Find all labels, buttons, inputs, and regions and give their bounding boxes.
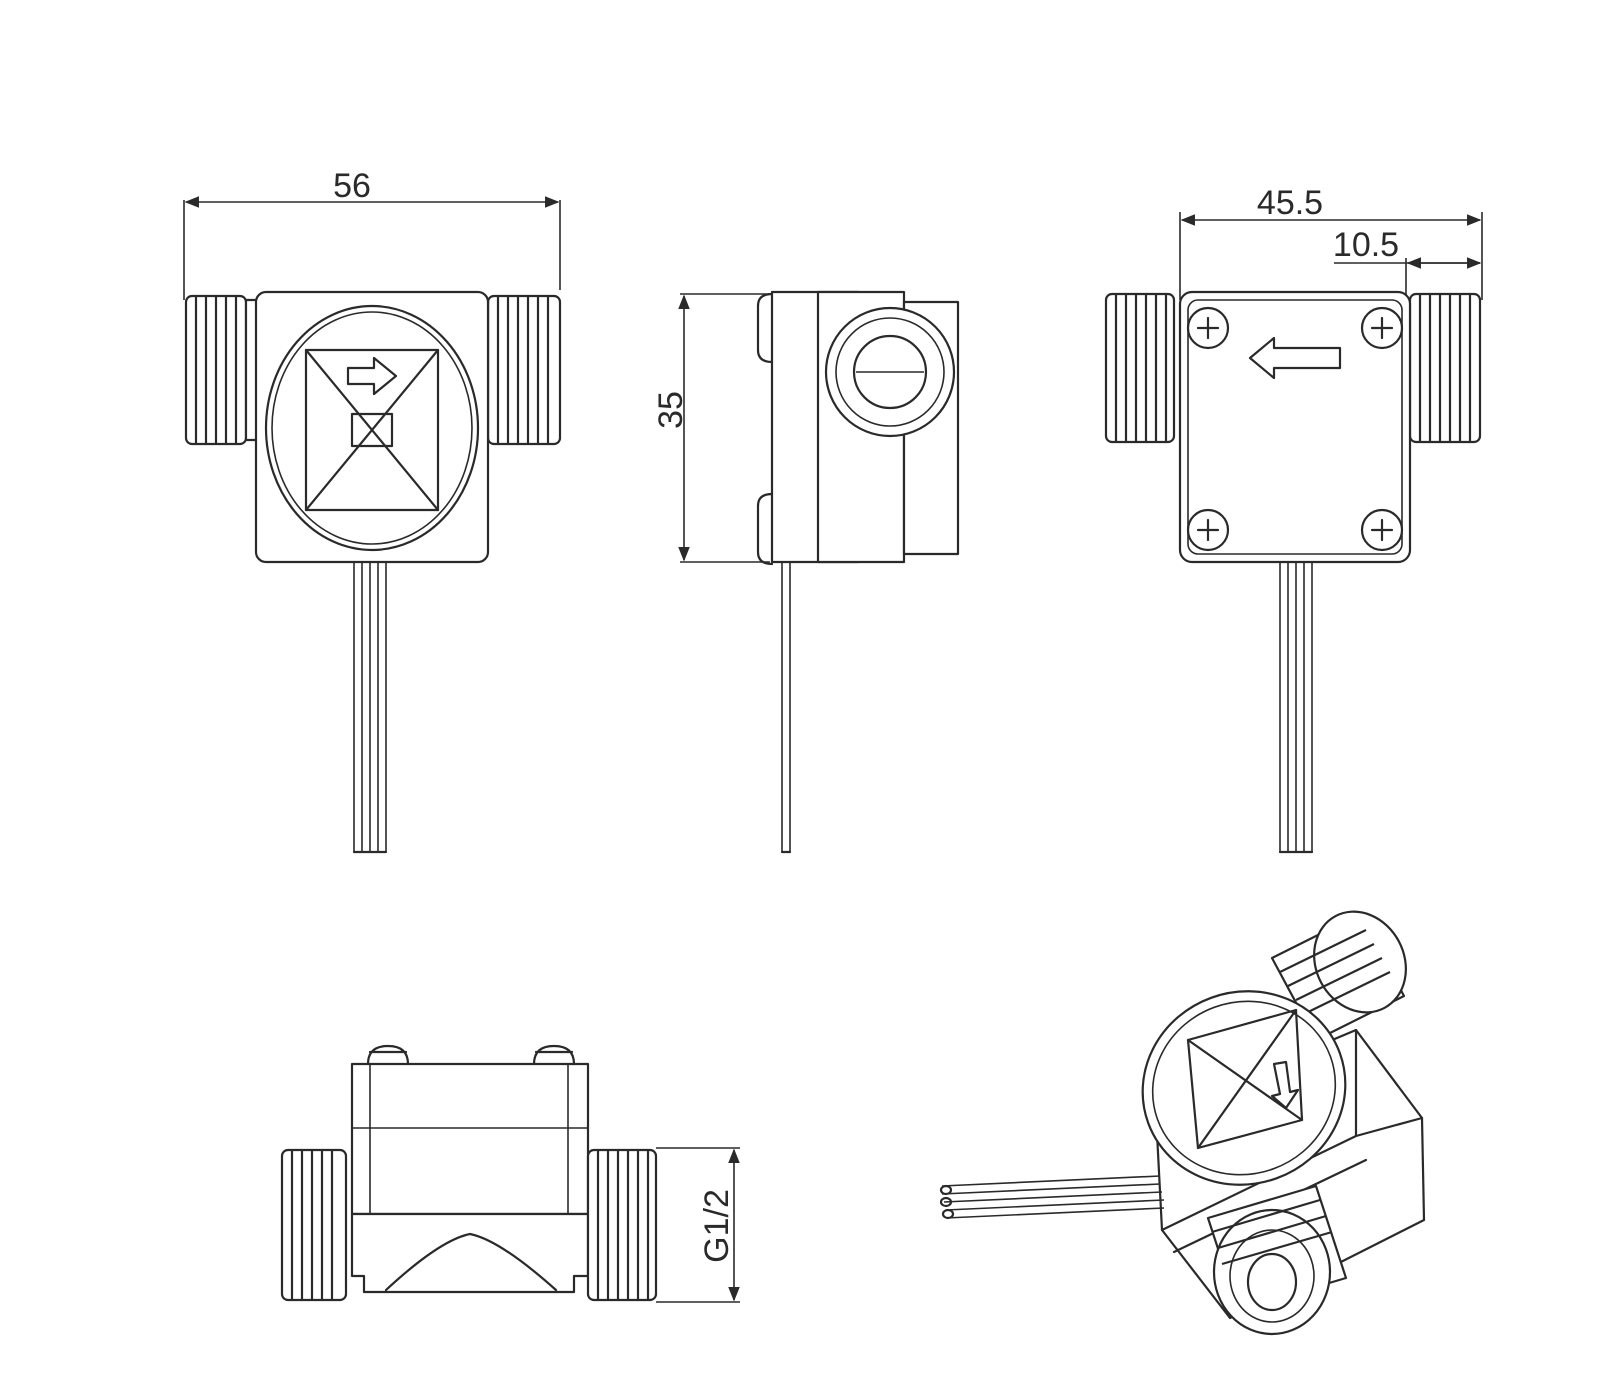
- front-left-thread: [184, 294, 260, 446]
- dimension-back-offset: 10.5: [1333, 226, 1482, 300]
- side-wire: [780, 562, 792, 854]
- dimension-front-width: 56: [183, 167, 561, 300]
- dimension-front-width-label: 56: [333, 167, 371, 205]
- back-view: 45.5 10.5: [1104, 184, 1483, 854]
- iso-flow-arrow-icon: [1270, 1060, 1300, 1110]
- bottom-right-thread: [586, 1148, 658, 1302]
- back-flow-arrow-icon: [1248, 336, 1342, 380]
- dimension-thread-size-label: G1/2: [698, 1189, 736, 1263]
- front-right-thread: [474, 294, 562, 446]
- front-flow-arrow-icon: [346, 356, 398, 396]
- dimension-back-width: 45.5: [1179, 184, 1483, 300]
- back-right-thread: [1408, 292, 1482, 444]
- isometric-view: [939, 910, 1426, 1336]
- front-x-logo: [304, 348, 440, 512]
- front-dial: [264, 304, 480, 552]
- side-view: 35: [652, 290, 960, 854]
- front-view: 56: [183, 167, 562, 854]
- back-left-thread: [1104, 292, 1176, 444]
- front-wires: [352, 562, 388, 854]
- dimension-back-width-label: 45.5: [1257, 184, 1323, 222]
- bottom-view: G1/2: [280, 1044, 740, 1303]
- dimension-side-height: 35: [652, 293, 770, 563]
- iso-front-thread: [1206, 1184, 1348, 1336]
- iso-wires: [939, 1175, 1165, 1220]
- back-screw-icon: [1360, 306, 1404, 350]
- dimension-side-height-label: 35: [652, 391, 690, 429]
- dimension-thread-size: G1/2: [656, 1147, 740, 1303]
- back-wires: [1278, 562, 1314, 854]
- bottom-left-thread: [280, 1148, 348, 1302]
- back-screw-icon: [1360, 508, 1404, 552]
- back-body: [1178, 290, 1412, 564]
- back-screw-icon: [1186, 306, 1230, 350]
- back-screw-icon: [1186, 508, 1230, 552]
- dimension-back-offset-label: 10.5: [1333, 226, 1399, 264]
